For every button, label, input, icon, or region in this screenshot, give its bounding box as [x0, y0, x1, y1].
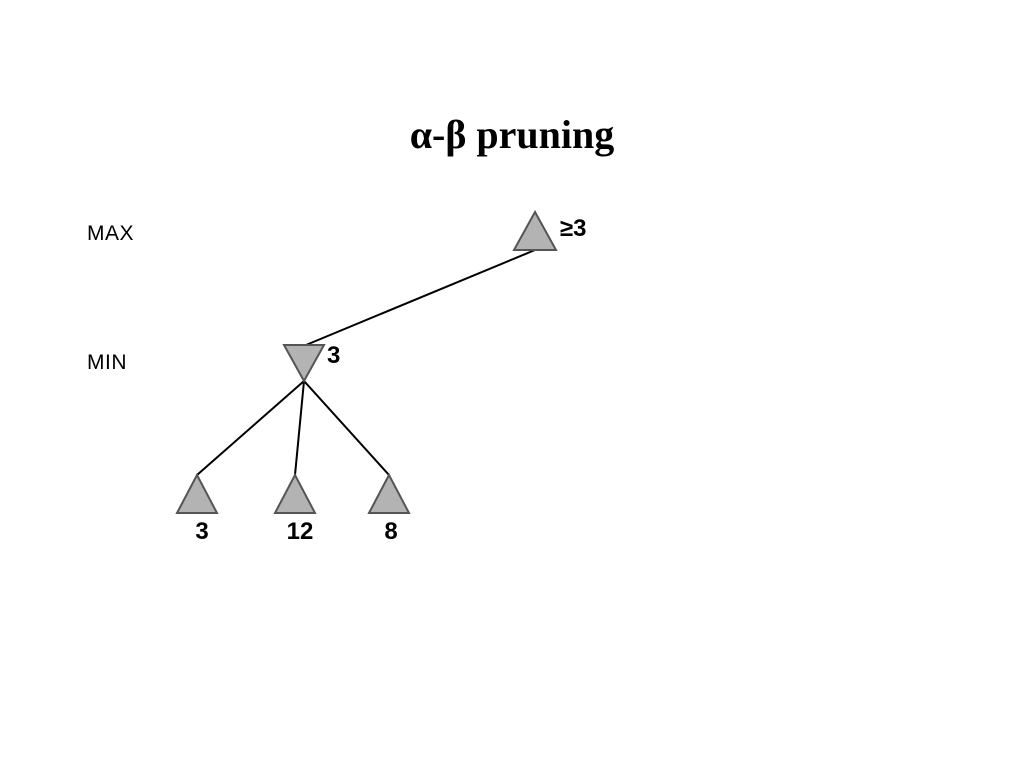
min-node	[282, 344, 326, 384]
edge-min-to-leaf-3	[303, 380, 390, 476]
leaf-node-1	[175, 472, 219, 514]
edge-min-to-leaf-1	[196, 380, 305, 476]
leaf-node-1-value: 3	[195, 518, 208, 545]
level-label-min: MIN	[87, 351, 127, 374]
slide-title: α-β pruning	[409, 112, 615, 157]
root-node-value: ≥3	[560, 215, 587, 242]
max-node-root	[512, 209, 558, 251]
leaf-node-3-value: 8	[384, 518, 397, 545]
min-node-value: 3	[327, 342, 340, 369]
edge-min-to-leaf-2	[294, 380, 305, 476]
leaf-node-3	[367, 472, 411, 514]
leaf-node-2-value: 12	[287, 518, 314, 545]
edge-root-to-min	[305, 249, 536, 346]
leaf-node-2	[273, 472, 317, 514]
level-label-max: MAX	[87, 222, 135, 245]
